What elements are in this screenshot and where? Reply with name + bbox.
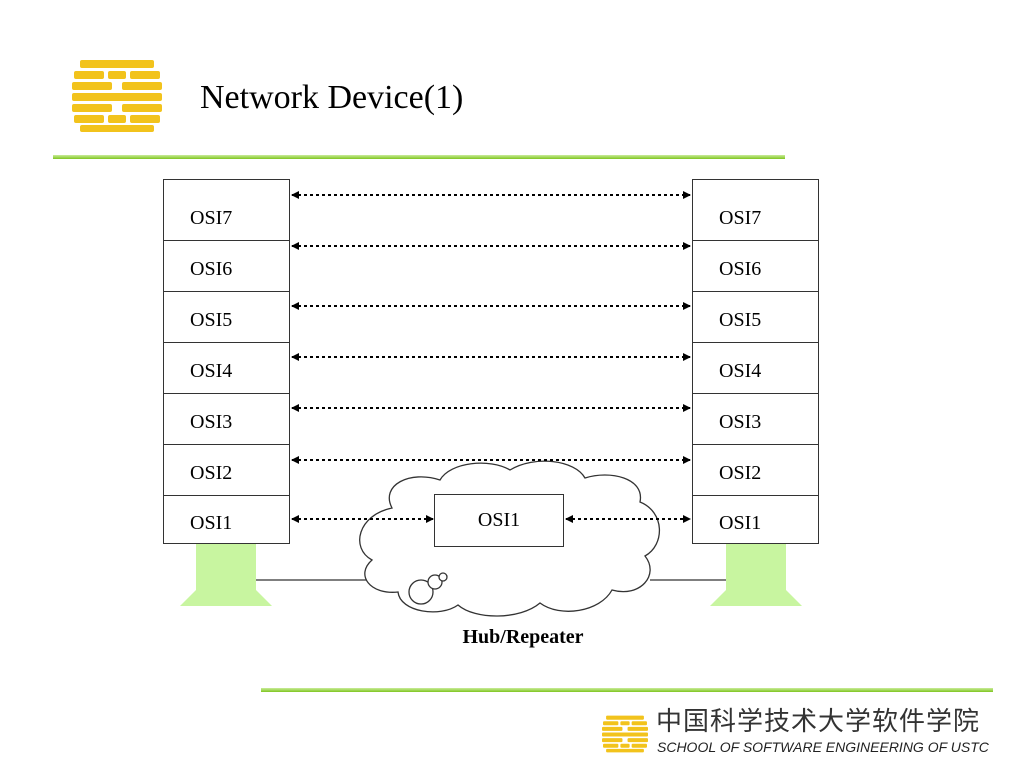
- computer-icon: [180, 538, 272, 606]
- hub-caption: Hub/Repeater: [462, 626, 584, 648]
- computer-icon: [710, 538, 802, 606]
- right-layer-osi3: OSI3: [693, 393, 818, 444]
- footer-divider: [261, 688, 993, 692]
- left-osi-stack: OSI7 OSI6 OSI5 OSI4 OSI3 OSI2 OSI1: [163, 179, 290, 544]
- ustc-logo-icon: [602, 715, 648, 753]
- ustc-logo-icon: [72, 60, 162, 132]
- left-layer-osi7: OSI7: [190, 207, 233, 229]
- right-layer-osi1: OSI1: [693, 495, 818, 544]
- header-divider: [53, 155, 785, 159]
- right-layer-osi6: OSI6: [693, 240, 818, 291]
- left-layer-osi5: OSI5: [164, 291, 289, 342]
- footer-school-name-english: SCHOOL OF SOFTWARE ENGINEERING OF USTC: [657, 739, 989, 755]
- left-layer-osi4: OSI4: [164, 342, 289, 393]
- left-layer-osi6: OSI6: [164, 240, 289, 291]
- footer-school-name-chinese: 中国科学技术大学软件学院: [656, 707, 981, 737]
- right-layer-osi5: OSI5: [693, 291, 818, 342]
- left-layer-osi2: OSI2: [164, 444, 289, 495]
- hub-osi1-box: OSI1: [434, 494, 564, 547]
- right-osi-stack: OSI7 OSI6 OSI5 OSI4 OSI3 OSI2 OSI1: [692, 179, 819, 544]
- slide-title: Network Device(1): [200, 79, 464, 116]
- right-layer-osi4: OSI4: [693, 342, 818, 393]
- right-layer-osi7: OSI7: [719, 207, 762, 229]
- left-layer-osi1: OSI1: [164, 495, 289, 544]
- right-layer-osi2: OSI2: [693, 444, 818, 495]
- left-layer-osi3: OSI3: [164, 393, 289, 444]
